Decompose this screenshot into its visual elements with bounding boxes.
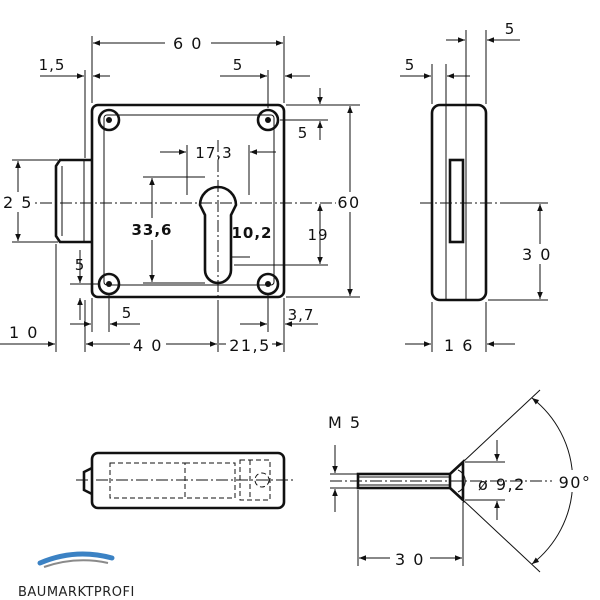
dim-21-5: 21,5 — [229, 336, 271, 355]
screw-top-left — [97, 108, 121, 132]
screw-bottom-left — [97, 272, 121, 296]
dim-17-3: 17,3 — [195, 144, 232, 162]
side-dim-5-top: 5 — [505, 20, 516, 38]
side-dim-16: 1 6 — [444, 336, 474, 355]
dim-10: 1 0 — [9, 323, 39, 342]
front-view: 6 0 1,5 5 5 17,3 33,6 10,2 — [0, 33, 364, 355]
dim-5-right: 5 — [298, 124, 309, 142]
screw-angle: 90° — [559, 473, 592, 492]
dim-1-5: 1,5 — [39, 56, 66, 74]
baumarktprofi-logo: BAUMARKTPROFI — [18, 551, 135, 600]
dim-33-6: 33,6 — [131, 221, 172, 239]
dim-5-bottom: 5 — [122, 304, 133, 322]
screw-thread: M 5 — [328, 413, 362, 432]
bottom-view — [76, 451, 296, 510]
lock-bolt — [54, 158, 92, 244]
dim-height-60: 60 — [337, 193, 360, 212]
screw-head — [449, 459, 465, 503]
dim-3-7: 3,7 — [288, 306, 315, 324]
dim-40: 4 0 — [133, 336, 163, 355]
dim-5-left: 5 — [75, 256, 86, 274]
screw-length: 3 0 — [395, 550, 425, 569]
screw-bottom-right — [256, 272, 280, 296]
logo-roof-icon — [37, 551, 115, 566]
side-slot — [448, 158, 465, 244]
screw-diameter: ø 9,2 — [478, 475, 526, 494]
screw-view: M 5 ø 9,2 90° 3 0 — [328, 389, 598, 573]
logo-text: BAUMARKTPROFI — [18, 585, 135, 600]
dim-19: 19 — [307, 226, 328, 244]
cylinder-cutout — [198, 185, 238, 285]
dim-10-2: 10,2 — [231, 224, 272, 242]
dim-5-top: 5 — [233, 56, 244, 74]
side-dim-30: 3 0 — [522, 245, 552, 264]
dim-bolt-25: 2 5 — [3, 193, 33, 212]
screw-top-right — [256, 108, 280, 132]
lock-plate-inner — [103, 114, 275, 286]
lock-plate — [90, 103, 286, 299]
side-dim-5-left: 5 — [405, 56, 416, 74]
side-view: 5 5 3 0 1 6 — [400, 20, 556, 355]
dim-width-60: 6 0 — [173, 34, 203, 53]
